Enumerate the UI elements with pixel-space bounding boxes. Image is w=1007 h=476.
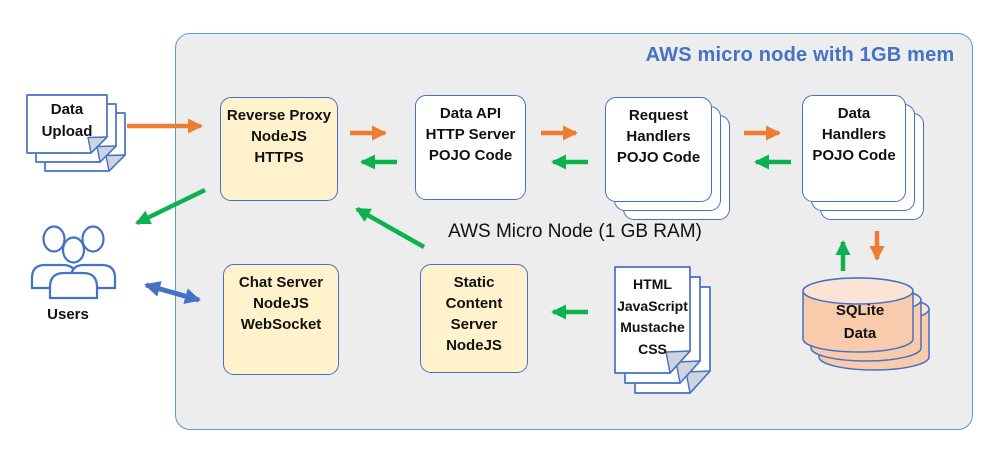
node-chat-server: Chat Server NodeJS WebSocket	[223, 264, 339, 375]
sqlite-label: SQLite Data	[835, 302, 885, 342]
stacked-documents-icon	[614, 266, 711, 394]
node-reverse-proxy: Reverse Proxy NodeJS HTTPS	[220, 97, 338, 201]
node-data-handlers: Data Handlers POJO Code	[802, 95, 906, 202]
node-data-api: Data API HTTP Server POJO Code	[415, 95, 526, 200]
data-upload-label: Data Upload	[41, 101, 93, 140]
node-static-content-server: Static Content Server NodeJS	[420, 264, 528, 373]
users-label: Users	[47, 306, 89, 323]
container-title: AWS micro node with 1GB mem	[645, 44, 955, 66]
stacked-documents-icon	[26, 94, 126, 172]
node-request-handlers: Request Handlers POJO Code	[605, 97, 712, 202]
database-stack-icon	[802, 277, 930, 371]
users-group-icon	[30, 225, 117, 300]
center-title: AWS Micro Node (1 GB RAM)	[448, 221, 702, 242]
html-assets-label: HTML JavaScript Mustache CSS	[617, 276, 688, 357]
